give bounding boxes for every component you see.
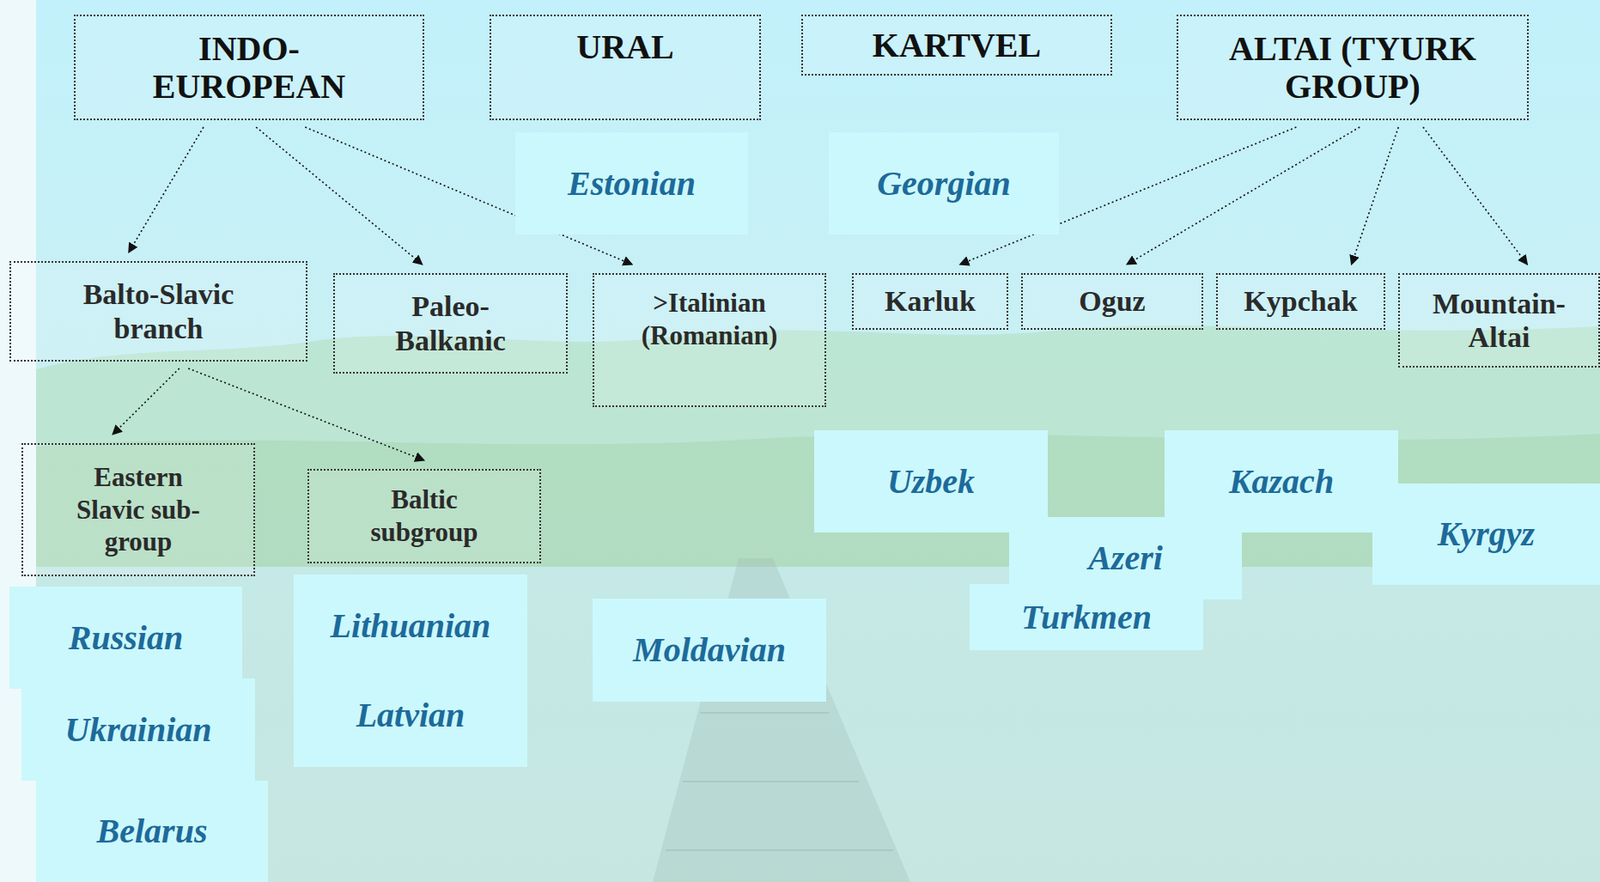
language-name: Latvian (356, 695, 466, 736)
language-name: Kazach (1228, 462, 1334, 502)
family-box: >Italinian (Romanian) (592, 273, 827, 408)
language-box: Turkmen (969, 584, 1204, 651)
language-box: Ukrainian (21, 678, 256, 781)
connector-arrow (1351, 127, 1400, 265)
language-name: Azeri (1088, 538, 1163, 578)
connector-arrow (1423, 127, 1527, 265)
group-label: >Italinian (Romanian) (610, 286, 809, 353)
language-name: Uzbek (887, 462, 975, 502)
language-box: LithuanianLatvian (293, 574, 528, 767)
family-box: Baltic subgroup (307, 468, 542, 564)
language-box: Kyrgyz (1372, 483, 1600, 585)
language-name: Estonian (567, 164, 696, 204)
group-label: Oguz (1078, 284, 1145, 318)
language-box: Estonian (515, 132, 749, 235)
connector-arrow (112, 368, 180, 435)
group-label: ALTAI (TYURK GROUP) (1198, 30, 1508, 104)
connector-arrow (128, 127, 204, 253)
language-name: Ukrainian (64, 710, 212, 750)
language-name: Lithuanian (330, 606, 492, 646)
family-box: INDO-EUROPEAN (73, 14, 425, 121)
language-box: Moldavian (592, 598, 827, 702)
group-label: Karluk (884, 284, 976, 318)
language-name: Moldavian (632, 630, 786, 670)
family-box: Kypchak (1216, 273, 1386, 330)
language-box: Russian (9, 586, 243, 689)
family-box: Mountain-Altai (1398, 273, 1600, 368)
family-box: Eastern Slavic sub-group (21, 443, 256, 577)
language-name: Kyrgyz (1437, 514, 1535, 554)
group-label: Kypchak (1243, 284, 1357, 318)
sky-ground (36, 0, 1600, 882)
group-label: Balto-Slavic branch (55, 277, 262, 345)
language-box: Georgian (828, 132, 1059, 235)
family-box: KARTVEL (801, 14, 1113, 76)
family-box: Paleo-Balkanic (333, 273, 568, 374)
language-name: Georgian (876, 164, 1011, 204)
family-box: ALTAI (TYURK GROUP) (1176, 14, 1529, 121)
language-name: Russian (68, 618, 183, 658)
language-name: Belarus (97, 811, 208, 852)
family-box: Oguz (1021, 273, 1204, 330)
language-box: Belarus (36, 780, 268, 882)
language-name: Turkmen (1021, 597, 1152, 638)
family-box: URAL (489, 14, 761, 121)
group-label: URAL (576, 28, 674, 66)
group-label: Paleo-Balkanic (365, 289, 537, 357)
connector-arrow (255, 127, 423, 265)
group-label: Mountain-Altai (1413, 286, 1586, 354)
group-label: Eastern Slavic sub-group (63, 461, 214, 559)
group-label: KARTVEL (872, 26, 1041, 64)
group-label: Baltic subgroup (346, 483, 502, 549)
group-label: INDO-EUROPEAN (137, 30, 361, 104)
family-box: Balto-Slavic branch (9, 261, 308, 362)
connector-arrow (1126, 127, 1360, 265)
family-box: Karluk (851, 273, 1009, 330)
